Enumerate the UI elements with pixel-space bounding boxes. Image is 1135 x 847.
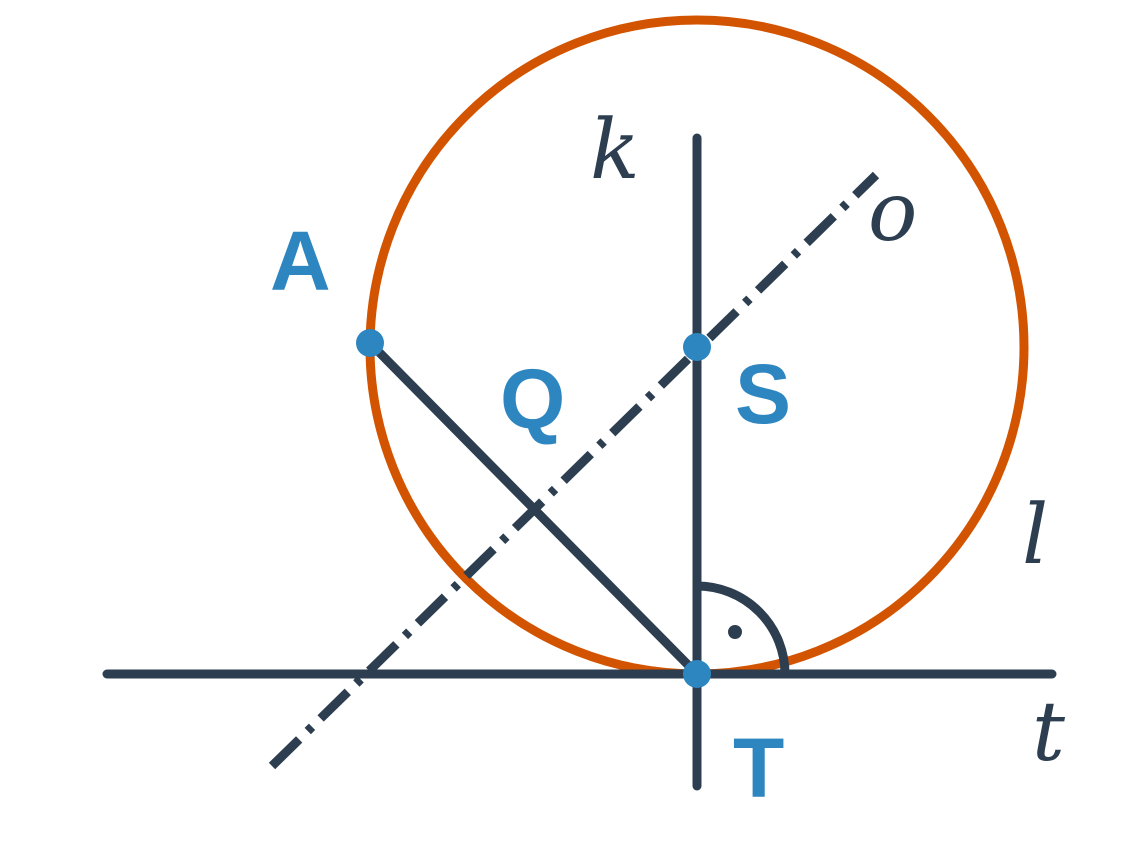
line-o xyxy=(268,171,880,770)
right-angle-dot xyxy=(728,625,742,639)
label-t: t xyxy=(1032,685,1066,780)
label-S: S xyxy=(735,347,791,441)
label-l: l xyxy=(1022,488,1048,583)
point-A xyxy=(356,329,384,357)
segment-AT xyxy=(365,338,702,679)
label-k: k xyxy=(590,103,640,198)
right-angle-arc xyxy=(696,581,790,675)
point-S xyxy=(683,333,711,361)
label-o: o xyxy=(868,165,917,260)
label-Q: Q xyxy=(500,352,565,446)
label-A: A xyxy=(270,214,331,308)
point-T xyxy=(683,660,711,688)
label-T: T xyxy=(733,721,784,815)
